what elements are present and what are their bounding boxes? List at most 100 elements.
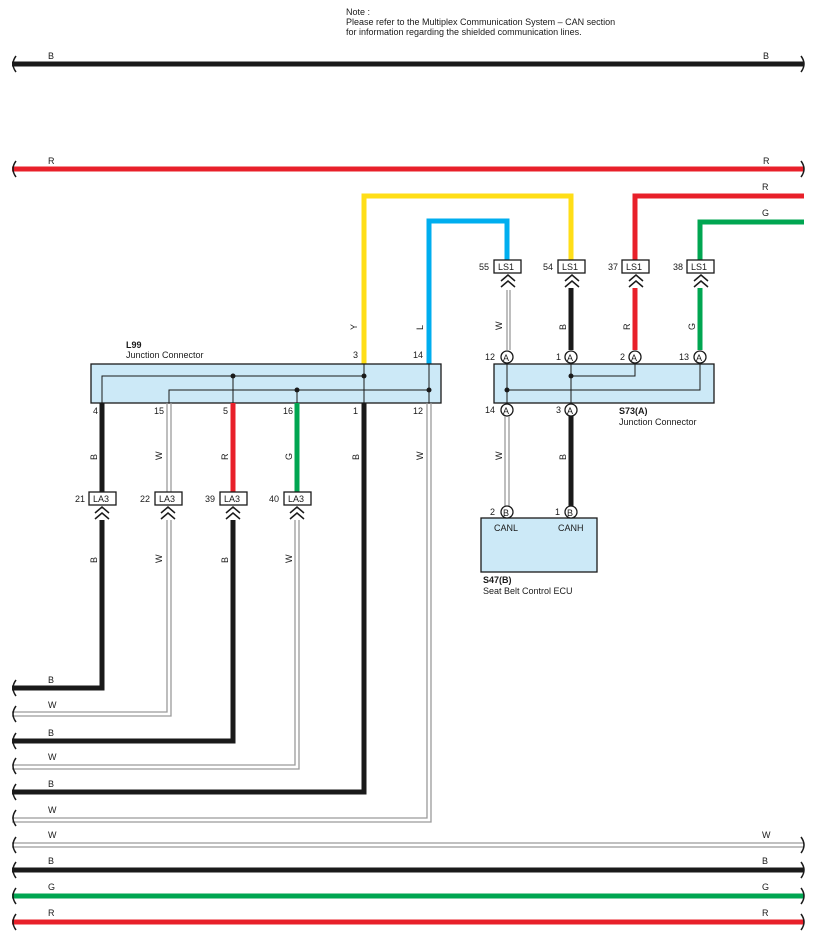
break-mark-left — [12, 55, 17, 73]
wire-w-l99-12 — [12, 403, 428, 819]
wire-w-la3-22-b — [12, 520, 172, 717]
pin-number: 1 — [353, 406, 358, 416]
arrow-icon — [225, 506, 241, 520]
wire-y-loop — [361, 193, 574, 364]
pin-number: 16 — [283, 406, 293, 416]
la3-connector-40: LA3 40 — [269, 491, 312, 520]
connector-code: A — [503, 406, 509, 416]
break-mark-right — [800, 160, 805, 178]
connector-name: Junction Connector — [619, 417, 697, 427]
wire-label: B — [558, 454, 568, 460]
pin-number: 22 — [140, 494, 150, 504]
connector-code: LS1 — [626, 262, 642, 272]
arrow-icon — [500, 274, 516, 288]
connector-code: LA3 — [159, 494, 175, 504]
pin-number: 21 — [75, 494, 85, 504]
wire-label: W — [415, 451, 425, 460]
wire-label: R — [622, 323, 632, 330]
pin-number: 3 — [556, 405, 561, 415]
pin-number: 39 — [205, 494, 215, 504]
wire-w-la3-40 — [12, 520, 296, 766]
pin-number: 12 — [413, 406, 423, 416]
connector-id: S73(A) — [619, 406, 648, 416]
wire-label: W — [154, 451, 164, 460]
wire-label: G — [762, 882, 769, 892]
connector-code: LS1 — [562, 262, 578, 272]
wire-label: R — [48, 908, 55, 918]
wire-b-l99-1 — [12, 403, 367, 795]
pin-number: 3 — [353, 350, 358, 360]
wire-label: G — [687, 323, 697, 330]
arrow-icon — [160, 506, 176, 520]
ls1-connector-38: LS1 38 — [673, 259, 715, 288]
wire-label: L — [415, 325, 425, 330]
wire-label: B — [48, 675, 54, 685]
connector-code: A — [631, 353, 637, 363]
note: Note : Please refer to the Multiplex Com… — [346, 7, 615, 37]
connector-code: LA3 — [288, 494, 304, 504]
pin-number: 40 — [269, 494, 279, 504]
connector-code: LA3 — [224, 494, 240, 504]
left-break-marks — [12, 679, 17, 827]
pin-number: 2 — [490, 507, 495, 517]
bottom-bus-g: G G — [12, 882, 805, 905]
arrow-icon — [693, 274, 709, 288]
wire-w-la3-22 — [12, 520, 168, 713]
wire-label: R — [220, 453, 230, 460]
ls1-connector-54: LS1 54 — [543, 259, 586, 288]
wire-label: G — [284, 453, 294, 460]
wire-w-la3-40-b — [12, 520, 300, 770]
wire-label: B — [351, 454, 361, 460]
pin-number: 5 — [223, 406, 228, 416]
s73-junction-connector: S73(A) Junction Connector A A A A 12 1 2… — [485, 350, 715, 427]
pin-number: 37 — [608, 262, 618, 272]
connector-id: L99 — [126, 340, 142, 350]
pin-number: 14 — [485, 405, 495, 415]
wire-label: R — [762, 908, 769, 918]
ls1-connector-37: LS1 37 — [608, 259, 650, 288]
wire-label: G — [762, 208, 769, 218]
bottom-bus-b: B B — [12, 856, 805, 879]
top-bus-b: B B — [12, 51, 805, 73]
wire-label: R — [763, 156, 770, 166]
wire-label: B — [48, 779, 54, 789]
pin-number: 55 — [479, 262, 489, 272]
pin-name-canh: CANH — [558, 523, 584, 533]
connector-code: A — [503, 353, 509, 363]
note-line-2: for information regarding the shielded c… — [346, 27, 582, 37]
pin-number: 38 — [673, 262, 683, 272]
wire-label: B — [220, 557, 230, 563]
wire-label: Y — [349, 324, 359, 330]
wire-label: W — [48, 700, 57, 710]
pin-number: 15 — [154, 406, 164, 416]
wire-label: B — [558, 324, 568, 330]
connector-code: B — [567, 508, 573, 518]
connector-code: LS1 — [691, 262, 707, 272]
wire-label: W — [494, 321, 504, 330]
la3-connector-22: LA3 22 — [140, 491, 183, 520]
note-line-1: Please refer to the Multiplex Communicat… — [346, 17, 615, 27]
wire-b-la3-39 — [12, 520, 236, 744]
wire-label: W — [48, 752, 57, 762]
bottom-bus-w: W W — [12, 830, 805, 854]
l99-junction-connector: L99 Junction Connector 3 14 4 15 5 16 1 … — [90, 340, 442, 416]
right-branch-wires: R G — [632, 182, 804, 260]
s47-seat-belt-control-ecu: B B 2 1 CANL CANH S47(B) Seat Belt Contr… — [480, 505, 598, 596]
wire-label: W — [48, 830, 57, 840]
pin-number: 13 — [679, 352, 689, 362]
la3-connector-39: LA3 39 — [205, 491, 248, 520]
wire-g-to-ls1-38 — [697, 219, 804, 260]
connector-name: Seat Belt Control ECU — [483, 586, 573, 596]
pin-number: 4 — [93, 406, 98, 416]
connector-code: A — [696, 353, 702, 363]
pin-number: 12 — [485, 352, 495, 362]
pin-number: 2 — [620, 352, 625, 362]
connector-code: B — [503, 508, 509, 518]
wire-label: B — [48, 728, 54, 738]
connector-code: A — [567, 353, 573, 363]
wire-l-loop — [426, 218, 510, 364]
top-bus-r: R R — [12, 156, 805, 178]
wire-label: R — [762, 182, 769, 192]
arrow-icon — [94, 506, 110, 520]
break-mark-left — [12, 160, 17, 178]
